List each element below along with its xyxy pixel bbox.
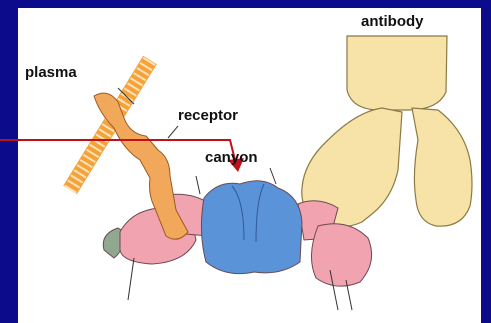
label-plasma: plasma [25,64,77,81]
label-canyon: canyon [205,149,258,166]
label-antibody: antibody [361,13,424,30]
label-receptor: receptor [178,107,238,124]
